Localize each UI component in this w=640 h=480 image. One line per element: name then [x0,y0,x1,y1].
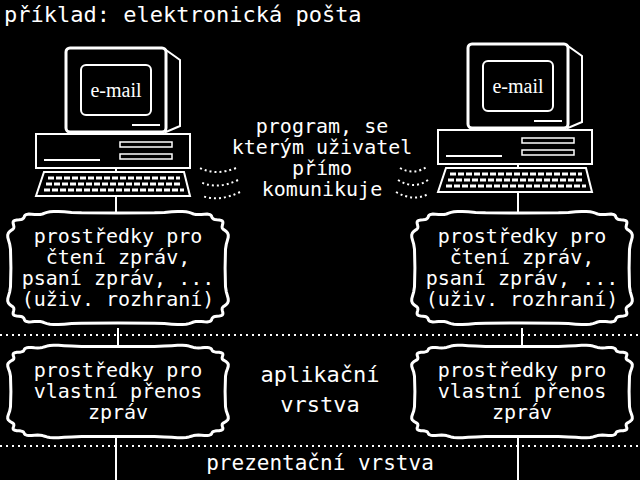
cloud-text: prostředky pro čtení zpráv, psaní zpráv,… [424,226,620,310]
cloud-outline-path [412,211,633,324]
connector-line [117,328,119,346]
connector [522,328,523,346]
cloud-outline-path [8,211,229,324]
cloud-box: prostředky pro čtení zpráv, psaní zpráv,… [4,208,232,328]
cloud-box: prostředky pro vlastní přenos zpráv [4,342,232,441]
callout-note: program, se kterým uživatel přímo komuni… [230,116,414,200]
layer-divider [0,445,640,447]
screen-text: e-mail [90,79,141,101]
connector [118,328,119,346]
computer-icon [36,48,190,196]
layer-name: aplikační vrstva [255,360,385,420]
stack-line [517,436,519,480]
monitor-screen: e-mail [482,60,554,112]
cloud-box: prostředky pro čtení zpráv, psaní zpráv,… [408,208,636,328]
title: příklad: elektronická pošta [4,2,362,28]
layer-divider [0,334,640,336]
monitor-screen: e-mail [80,64,152,116]
cloud-box: prostředky pro vlastní přenos zpráv [408,342,636,441]
layer-name: prezentační vrstva [160,450,480,476]
cloud-text: prostředky pro vlastní přenos zpráv [20,360,216,423]
cloud-text: prostředky pro vlastní přenos zpráv [424,360,620,423]
stack-line [115,436,117,480]
connector-line [521,328,523,346]
cloud-outline-path [412,345,633,437]
cloud-outline-path [8,345,229,437]
cloud-text: prostředky pro čtení zpráv, psaní zpráv,… [20,226,216,310]
screen-text: e-mail [492,75,543,97]
computer-icon [438,44,592,192]
